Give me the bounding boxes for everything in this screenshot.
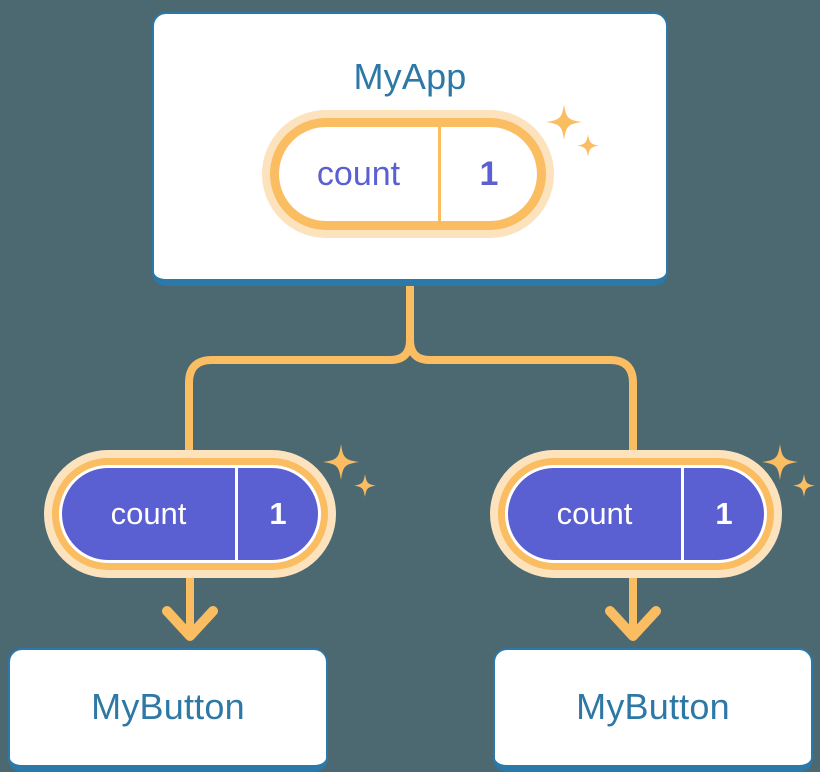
pill-inner: count 1	[62, 468, 318, 560]
sparkle-small-icon	[793, 474, 815, 497]
pill-body: count 1	[505, 465, 767, 563]
mybutton-label-right: MyButton	[576, 686, 730, 727]
page-title: MyApp	[353, 56, 467, 97]
state-pill-right[interactable]: count 1	[490, 450, 782, 578]
state-pill-left[interactable]: count 1	[44, 450, 336, 578]
state-value-label: 1	[235, 468, 318, 560]
state-value-label: 1	[438, 127, 537, 221]
connector-arrow-right-head	[605, 606, 661, 641]
state-key-label: count	[110, 496, 187, 531]
pill-body: count 1	[279, 127, 537, 221]
pill-inner: count 1	[508, 468, 764, 560]
mybutton-card-right[interactable]: MyButton	[493, 648, 813, 772]
pill-inner: count 1	[279, 127, 537, 221]
pill-body: count 1	[59, 465, 321, 563]
connector-branch-left	[185, 336, 414, 456]
sparkle-small-icon	[354, 474, 376, 497]
sparkle-large-icon	[323, 444, 359, 480]
state-value-label: 1	[681, 468, 764, 560]
state-key-label: count	[556, 496, 633, 531]
state-key-label: count	[316, 154, 401, 193]
state-pill-myapp[interactable]: count 1	[262, 110, 554, 238]
mybutton-card-left[interactable]: MyButton	[8, 648, 328, 772]
connector-arrow-left-head	[162, 606, 218, 641]
mybutton-label-left: MyButton	[91, 686, 245, 727]
connector-branch-trunk	[406, 282, 637, 456]
